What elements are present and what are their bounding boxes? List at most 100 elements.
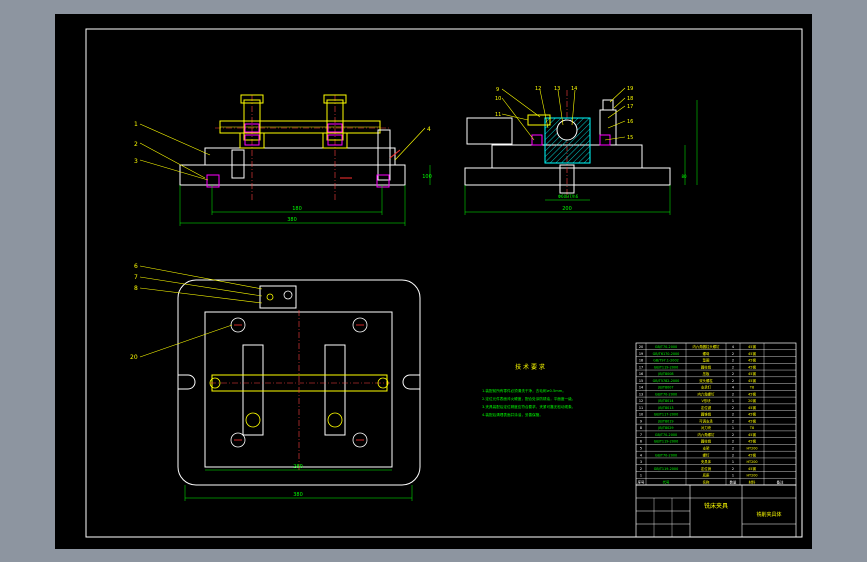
bom-row-cell: HT200: [746, 474, 757, 478]
bom-row-cell: 2: [732, 419, 734, 423]
bom-row-cell: 45钢: [748, 371, 756, 376]
drawing-frame: [85, 28, 803, 538]
bom-row-cell: 8: [640, 426, 642, 430]
bom-row-cell: 双头螺柱: [699, 378, 713, 383]
bom-row-cell: 3: [640, 460, 642, 464]
bom-row-cell: 垫圈: [703, 358, 710, 363]
title-block-drawing-no: 铣削夹具体: [756, 511, 781, 518]
front-balloon-2: 2: [134, 141, 138, 148]
front-balloon-3: 3: [134, 158, 138, 165]
bom-row-cell: 螺钉: [703, 452, 710, 457]
bom-row-cell: 20钢: [748, 398, 756, 403]
bom-row-cell: 4: [732, 345, 734, 349]
bom-row-cell: 定位销: [701, 466, 712, 471]
bom-row-cell: JB/T8019: [657, 419, 673, 423]
bom-row-cell: 45钢: [748, 418, 756, 423]
front-dim-outer: 380: [287, 217, 297, 223]
bom-row-cell: 内六角螺钉: [698, 432, 716, 437]
bom-row-cell: 15: [639, 379, 643, 383]
side-balloon-11: 11: [495, 112, 501, 118]
note-line-1: 1.装配前所有零件必须清洗干净，去毛刺≥0.5mm。: [482, 388, 566, 393]
front-balloon-1: 1: [134, 121, 138, 128]
bom-header-cell: 材料: [749, 479, 756, 484]
side-balloon-10: 10: [495, 96, 501, 102]
bom-row-cell: 支承钉: [701, 385, 712, 390]
bom-row-cell: JB/T8013: [657, 406, 673, 410]
side-dim-height: 80: [681, 174, 687, 179]
bom-row-cell: 14: [639, 386, 643, 390]
notes-title: 技 术 要 求: [515, 363, 545, 371]
bom-row-cell: 2: [640, 467, 642, 471]
bom-row-cell: JB/T8029: [657, 426, 673, 430]
bom-row-cell: 2: [732, 372, 734, 376]
bom-row-cell: 45钢: [748, 378, 756, 383]
bom-row-cell: 2: [732, 467, 734, 471]
bom-row-cell: HT200: [746, 447, 757, 451]
bom-row-cell: 2: [732, 359, 734, 363]
bom-row-cell: JB/T8014: [657, 399, 673, 403]
side-balloon-15: 15: [627, 135, 633, 141]
bom-row-cell: 2: [732, 440, 734, 444]
technical-notes: 技 术 要 求 1.装配前所有零件必须清洗干净，去毛刺≥0.5mm。 2.定位元…: [482, 363, 575, 417]
bom-row-cell: 2: [732, 433, 734, 437]
bom-row-cell: GB/T119-2000: [654, 440, 679, 444]
bom-row-cell: 5: [640, 447, 642, 451]
bom-row-cell: 45钢: [748, 344, 756, 349]
title-block-name: 铣床夹具: [704, 502, 728, 510]
bom-row-cell: 1: [732, 460, 734, 464]
bom-row-cell: 2: [732, 453, 734, 457]
side-balloon-19: 19: [627, 86, 633, 92]
side-balloon-13: 13: [554, 86, 560, 92]
bom-row-cell: 支架: [703, 446, 710, 451]
bom-row-cell: GB/T70-2000: [655, 453, 677, 457]
top-balloon-8: 8: [134, 285, 138, 292]
front-balloon-4: 4: [427, 126, 431, 133]
bom-row-cell: 7: [640, 433, 642, 437]
top-dim-inner: 280: [293, 464, 303, 470]
bom-row-cell: 1: [732, 426, 734, 430]
bom-row-cell: 45钢: [748, 405, 756, 410]
side-balloon-9: 9: [496, 87, 499, 93]
bom-row-cell: 内六角圆柱头螺钉: [692, 344, 720, 349]
side-dim-note: Φ60H7/h6: [558, 194, 579, 199]
bom-row-cell: 45钢: [748, 466, 756, 471]
bom-row-cell: 压板: [703, 371, 710, 376]
note-line-3: 3.夹具装配后定位精度应符合要求，夹紧可靠无松动现象。: [482, 404, 575, 409]
side-balloon-14: 14: [571, 86, 577, 92]
bom-row-cell: 2: [732, 352, 734, 356]
side-balloon-12: 12: [535, 86, 541, 92]
bom-row-cell: GB/T70-2000: [655, 392, 677, 396]
bom-row-cell: 2: [732, 392, 734, 396]
top-balloon-7: 7: [134, 274, 138, 281]
title-block: 铣床夹具 铣削夹具体: [635, 484, 797, 538]
bom-row-cell: 2: [732, 406, 734, 410]
bom-row-cell: 定位键: [701, 405, 712, 410]
bom-row-cell: 45钢: [748, 391, 756, 396]
bom-row-cell: 45钢: [748, 364, 756, 369]
side-dim-width: 200: [562, 206, 572, 212]
bom-row-cell: 2: [732, 379, 734, 383]
bom-row-cell: 内六角螺钉: [698, 391, 716, 396]
bom-header-cell: 序号: [638, 479, 645, 484]
bom-row-cell: 对刀块: [701, 425, 712, 430]
bom-row-cell: GB/T119-2000: [654, 467, 679, 471]
bom-row-cell: 12: [639, 399, 643, 403]
bom-row-cell: 11: [639, 406, 643, 410]
front-view: 180 380 100 1 2 3 4: [134, 94, 432, 226]
bom-row-cell: 夹具体: [701, 459, 712, 464]
bom-row-cell: JB/T8008: [657, 372, 673, 376]
bom-row-cell: GB/T70-2000: [655, 433, 677, 437]
bom-row-cell: JB/T8007: [657, 386, 673, 390]
bom-row-cell: 45钢: [748, 452, 756, 457]
bom-row-cell: 4: [640, 453, 642, 457]
bom-row-cell: V形块: [701, 398, 711, 403]
front-dim-inner: 180: [292, 206, 302, 212]
bom-row-cell: 2: [732, 413, 734, 417]
bom-row-cell: 可调支承: [699, 418, 713, 423]
bom-header-cell: 备注: [777, 479, 784, 484]
bom-row-cell: 6: [640, 440, 642, 444]
side-balloon-17: 17: [627, 104, 633, 110]
bom-row-cell: GB/T97.1-2002: [653, 359, 679, 363]
bom-row-cell: 18: [639, 359, 643, 363]
